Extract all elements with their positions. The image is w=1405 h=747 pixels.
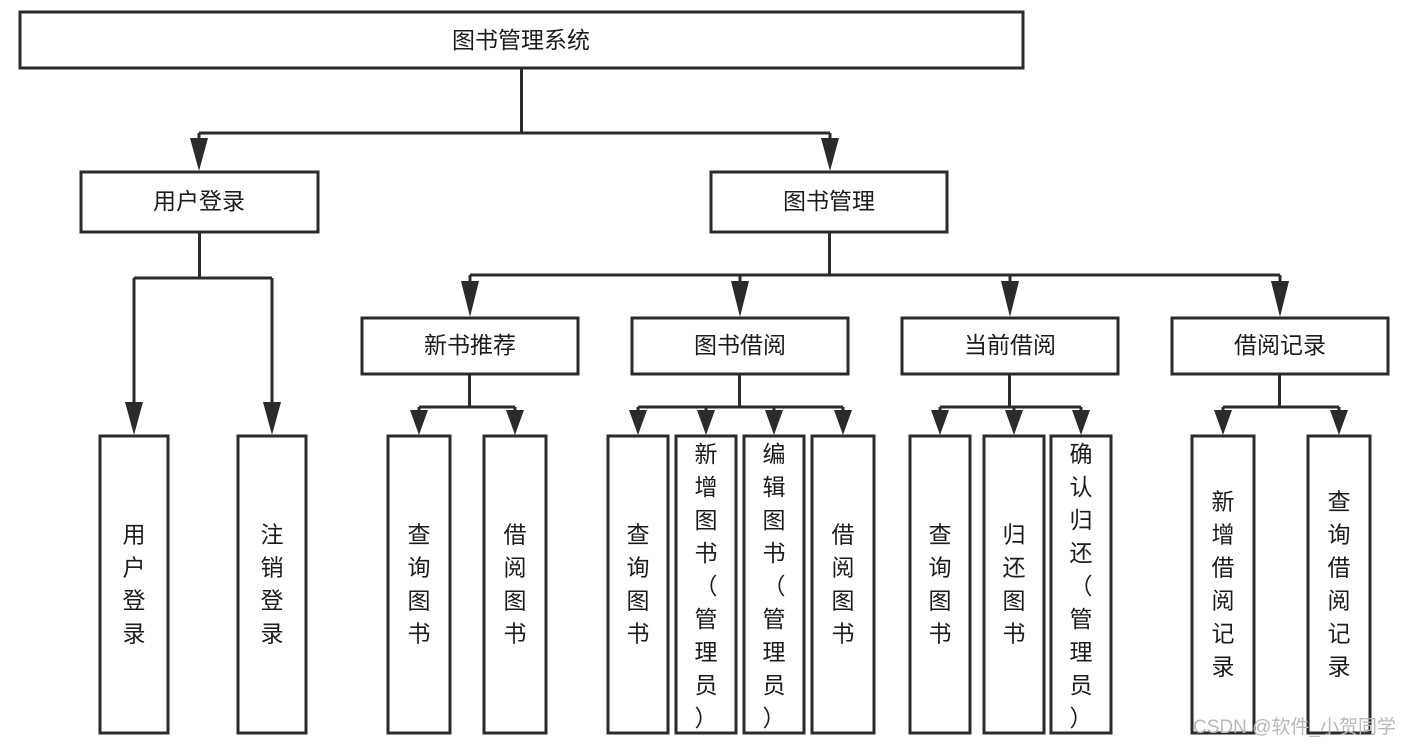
node-current-borrow[interactable]: 当前借阅 — [900, 316, 1120, 376]
node-leaf-confirm-return-admin-box[interactable] — [1049, 434, 1113, 735]
node-leaf-logout-label: 注销登录 — [261, 522, 284, 647]
node-new-book-recommend[interactable]: 新书推荐 — [360, 316, 580, 376]
node-root[interactable]: 图书管理系统 — [18, 10, 1025, 70]
node-leaf-query-book-current[interactable]: 查询图书 — [908, 434, 972, 735]
node-leaf-borrow-book[interactable]: 借阅图书 — [810, 434, 876, 735]
node-leaf-query-book-recommend-label: 查询图书 — [408, 522, 431, 647]
node-leaf-add-book-admin-box[interactable] — [674, 434, 738, 735]
node-root-box[interactable] — [18, 10, 1025, 70]
node-leaf-query-borrow-record[interactable]: 查询借阅记录 — [1306, 434, 1372, 735]
node-leaf-borrow-book-recommend-box[interactable] — [482, 434, 548, 735]
node-leaf-query-book-borrow-label: 查询图书 — [627, 522, 650, 647]
node-leaf-add-book-admin[interactable]: 新增图书（管理员） — [674, 434, 738, 735]
arrow-head-current-borrow — [1001, 281, 1019, 317]
node-leaf-return-book-label: 归还图书 — [1003, 522, 1026, 647]
arrow-head-leaf-query-book-recommend — [410, 410, 428, 435]
arrow-head-leaf-edit-book-admin — [765, 410, 783, 435]
node-leaf-borrow-book-label: 借阅图书 — [832, 522, 855, 647]
arrow-head-book-borrow — [731, 281, 749, 317]
node-leaf-edit-book-admin[interactable]: 编辑图书（管理员） — [742, 434, 806, 735]
node-user-login-label: 用户登录 — [153, 188, 245, 214]
arrow-head-user-login — [190, 138, 208, 171]
arrow-head-leaf-query-borrow-record — [1330, 410, 1348, 435]
node-book-borrow[interactable]: 图书借阅 — [630, 316, 850, 376]
node-leaf-query-book-current-box[interactable] — [908, 434, 972, 735]
node-leaf-add-book-admin-label: 新增图书（管理员） — [695, 441, 718, 731]
node-leaf-query-book-borrow[interactable]: 查询图书 — [606, 434, 670, 735]
node-book-borrow-label: 图书借阅 — [694, 332, 786, 358]
connector-layer — [125, 68, 1348, 435]
node-leaf-query-borrow-record-label: 查询借阅记录 — [1328, 489, 1351, 680]
node-leaf-edit-book-admin-label: 编辑图书（管理员） — [763, 441, 786, 731]
node-leaf-return-book-box[interactable] — [982, 434, 1046, 735]
node-leaf-query-book-recommend-box[interactable] — [386, 434, 452, 735]
node-borrow-record-box[interactable] — [1170, 316, 1390, 376]
node-leaf-add-borrow-record[interactable]: 新增借阅记录 — [1190, 434, 1256, 735]
arrow-head-leaf-borrow-book — [834, 410, 852, 435]
arrow-head-leaf-logout — [263, 402, 281, 435]
node-leaf-logout-box[interactable] — [236, 434, 308, 735]
watermark-label: CSDN @软件_小贺同学 — [1193, 716, 1396, 738]
node-leaf-add-borrow-record-box[interactable] — [1190, 434, 1256, 735]
node-book-management[interactable]: 图书管理 — [709, 170, 949, 234]
node-current-borrow-label: 当前借阅 — [964, 332, 1056, 358]
node-user-login-box[interactable] — [79, 170, 320, 234]
arrow-head-leaf-add-book-admin — [697, 410, 715, 435]
node-leaf-query-book-recommend[interactable]: 查询图书 — [386, 434, 452, 735]
node-leaf-borrow-book-recommend-label: 借阅图书 — [504, 522, 527, 647]
arrow-head-new-book-recommend — [461, 281, 479, 317]
arrow-head-book-management — [821, 138, 839, 171]
node-current-borrow-box[interactable] — [900, 316, 1120, 376]
arrow-head-leaf-add-borrow-record — [1214, 410, 1232, 435]
node-leaf-logout[interactable]: 注销登录 — [236, 434, 308, 735]
node-book-management-box[interactable] — [709, 170, 949, 234]
node-leaf-confirm-return-admin[interactable]: 确认归还（管理员） — [1049, 434, 1113, 735]
node-borrow-record[interactable]: 借阅记录 — [1170, 316, 1390, 376]
node-leaf-user-login-label: 用户登录 — [123, 522, 146, 647]
arrow-head-leaf-borrow-book-recommend — [506, 410, 524, 435]
node-leaf-confirm-return-admin-label: 确认归还（管理员） — [1070, 441, 1093, 731]
node-leaf-return-book[interactable]: 归还图书 — [982, 434, 1046, 735]
arrow-head-borrow-record — [1271, 281, 1289, 317]
arrow-head-leaf-query-book-borrow — [629, 410, 647, 435]
node-borrow-record-label: 借阅记录 — [1234, 332, 1326, 358]
node-leaf-query-book-current-label: 查询图书 — [929, 522, 952, 647]
arrow-head-leaf-return-book — [1005, 410, 1023, 435]
node-root-label: 图书管理系统 — [452, 27, 590, 53]
node-new-book-recommend-label: 新书推荐 — [424, 332, 516, 358]
node-leaf-edit-book-admin-box[interactable] — [742, 434, 806, 735]
node-leaf-add-borrow-record-label: 新增借阅记录 — [1212, 489, 1235, 680]
node-leaf-query-book-borrow-box[interactable] — [606, 434, 670, 735]
node-book-management-label: 图书管理 — [783, 188, 875, 214]
node-leaf-user-login[interactable]: 用户登录 — [98, 434, 170, 735]
node-book-borrow-box[interactable] — [630, 316, 850, 376]
arrow-head-leaf-user-login — [125, 402, 143, 435]
arrow-head-leaf-query-book-current — [931, 410, 949, 435]
leaf-node-layer: 用户登录 注销登录 查询图书 借阅图书 查询图书 新增图书（管理员） 编辑图书（管理员） 借阅… — [98, 434, 1372, 735]
node-leaf-user-login-box[interactable] — [98, 434, 170, 735]
node-new-book-recommend-box[interactable] — [360, 316, 580, 376]
node-leaf-borrow-book-box[interactable] — [810, 434, 876, 735]
node-user-login[interactable]: 用户登录 — [79, 170, 320, 234]
arrow-head-leaf-confirm-return-admin — [1072, 410, 1090, 435]
node-leaf-query-borrow-record-box[interactable] — [1306, 434, 1372, 735]
node-leaf-borrow-book-recommend[interactable]: 借阅图书 — [482, 434, 548, 735]
